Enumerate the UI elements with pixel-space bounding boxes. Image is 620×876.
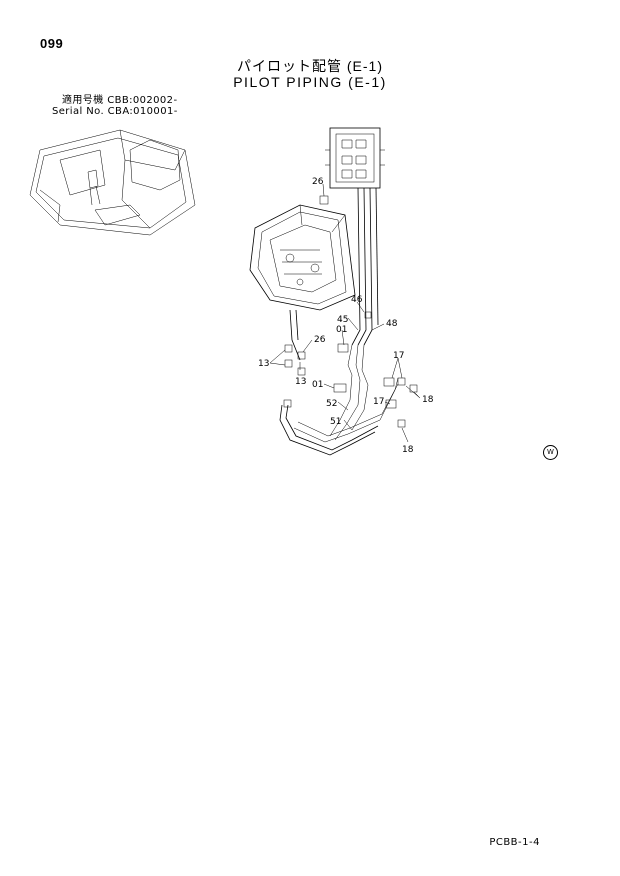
callout-48: 48 bbox=[386, 319, 398, 329]
serial-en-label: Serial No. bbox=[52, 106, 105, 117]
serial-applicable-jp: 適用号機 CBB:002002- bbox=[62, 95, 177, 107]
pilot-valve-block bbox=[325, 127, 385, 189]
callout-46: 46 bbox=[351, 295, 363, 305]
reference-symbol: W bbox=[543, 445, 558, 460]
callout-45: 45 bbox=[337, 315, 348, 325]
excavator-thumbnail bbox=[29, 129, 196, 236]
serial-jp-value: CBB:002002- bbox=[107, 95, 178, 106]
main-control-valve bbox=[249, 204, 356, 311]
callout-18-lower: 18 bbox=[402, 445, 414, 455]
page-number: 099 bbox=[40, 36, 64, 51]
callout-18-upper: 18 bbox=[422, 395, 434, 405]
callout-26-upper: 26 bbox=[312, 177, 324, 187]
callout-26-lower: 26 bbox=[314, 335, 326, 345]
title-english: PILOT PIPING (E-1) bbox=[233, 74, 387, 90]
serial-number-en: Serial No. CBA:010001- bbox=[52, 106, 178, 118]
fittings bbox=[283, 195, 418, 428]
pilot-pipe-bundle bbox=[279, 187, 399, 456]
title-japanese: パイロット配管 (E-1) bbox=[237, 58, 383, 74]
leader-lines bbox=[269, 183, 421, 443]
document-code: PCBB-1-4 bbox=[489, 837, 540, 848]
serial-jp-label: 適用号機 bbox=[62, 95, 104, 106]
callout-01-lower: 01 bbox=[312, 380, 323, 390]
callout-13-right: 13 bbox=[295, 377, 306, 387]
callout-17-lower: 17 bbox=[373, 397, 384, 407]
callout-01-upper: 01 bbox=[336, 325, 347, 335]
callout-13-left: 13 bbox=[258, 359, 269, 369]
callout-17-upper: 17 bbox=[393, 351, 404, 361]
callout-51: 51 bbox=[330, 417, 341, 427]
callout-52: 52 bbox=[326, 399, 337, 409]
serial-en-value: CBA:010001- bbox=[107, 106, 178, 117]
